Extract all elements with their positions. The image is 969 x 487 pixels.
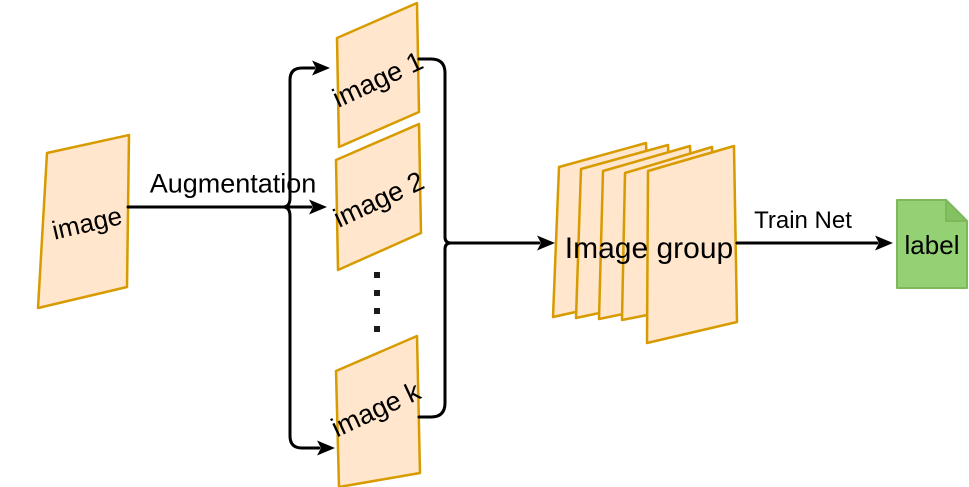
image-group-stack xyxy=(551,141,739,345)
arrowhead-to-image-1 xyxy=(312,60,330,76)
arrowhead-to-label xyxy=(875,235,893,251)
collector-bracket-bottom xyxy=(417,241,453,419)
arrowhead-to-image-2 xyxy=(309,199,327,215)
augmented-image-1-card xyxy=(335,1,421,149)
augmented-image-k-card xyxy=(334,334,422,487)
branch-down-arrow-line xyxy=(281,205,321,450)
note-fold-corner-icon xyxy=(945,199,968,222)
label-note-shape xyxy=(896,199,968,289)
input-image-card xyxy=(36,133,131,310)
augmented-image-2-card xyxy=(334,122,423,272)
vertical-dots-icon xyxy=(374,272,380,332)
output-label-text: label xyxy=(904,230,960,260)
branch-up-arrow-line xyxy=(281,66,316,209)
train-net-edge-label: Train Net xyxy=(754,207,852,234)
stack-card-5 xyxy=(645,144,739,345)
augmentation-edge-label: Augmentation xyxy=(149,168,317,199)
arrowhead-to-image-group xyxy=(537,235,555,251)
collector-bracket-top xyxy=(417,57,453,245)
arrowhead-to-image-k xyxy=(317,440,335,456)
image-group-label: Image group xyxy=(564,232,734,265)
